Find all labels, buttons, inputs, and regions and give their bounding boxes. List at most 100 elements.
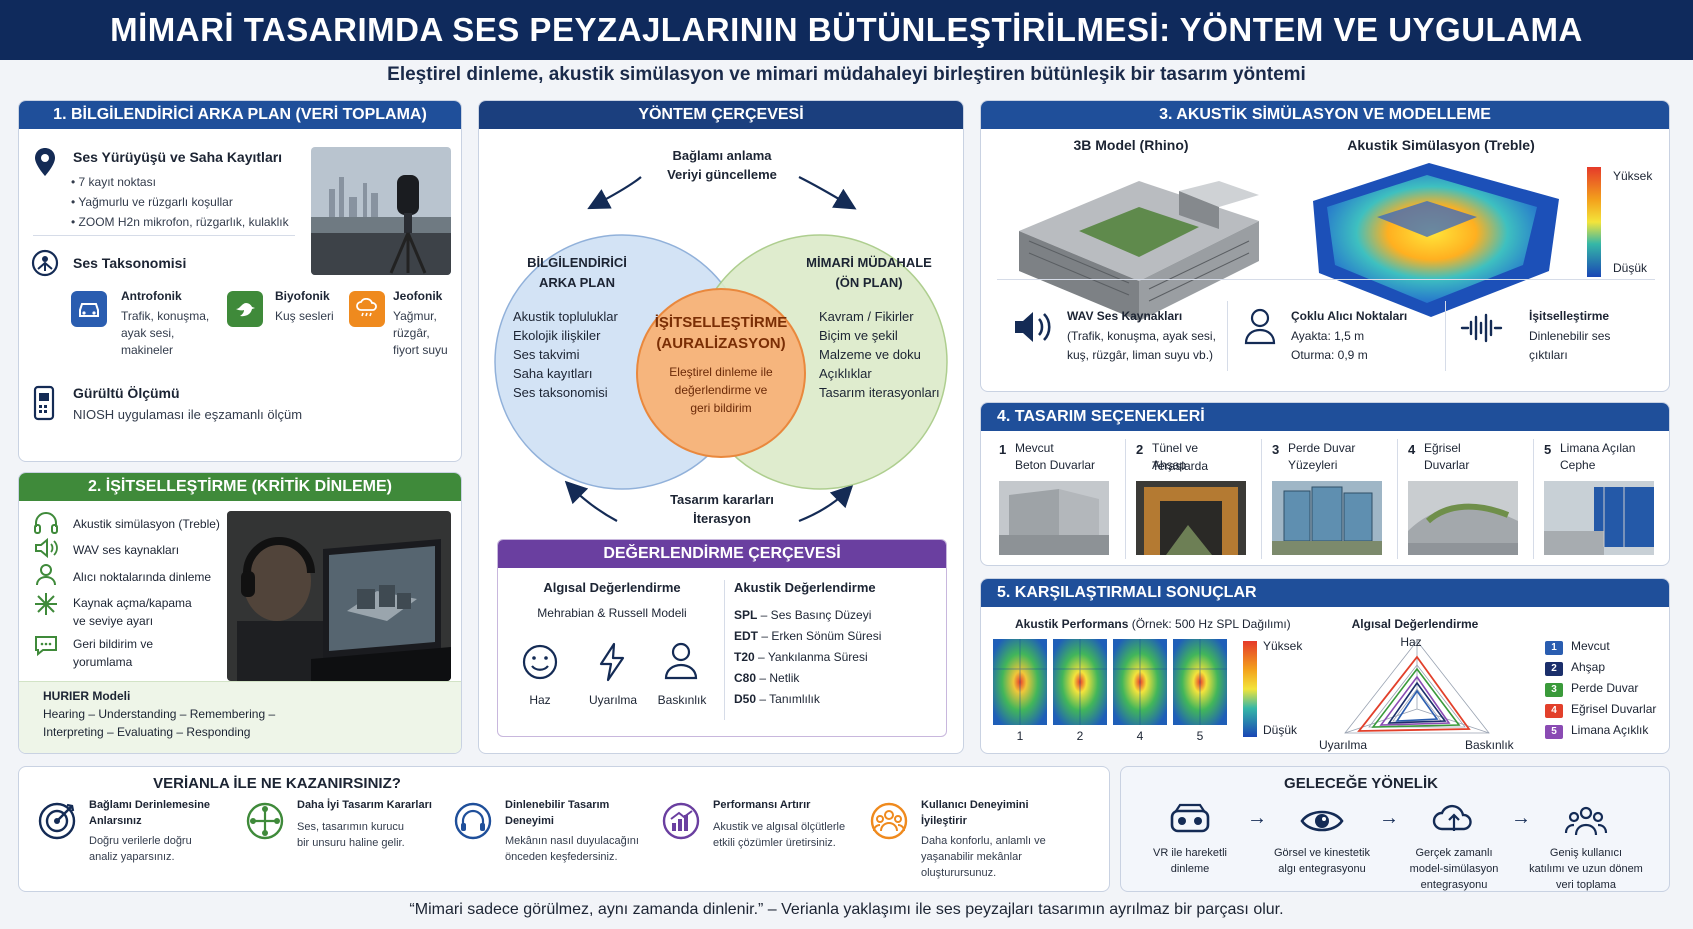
aur-item: Akustik simülasyon (Treble) (73, 517, 220, 531)
perc-icon-label: Baskınlık (657, 693, 707, 707)
aur-item: WAV ses kaynakları (73, 543, 180, 557)
spl-map-label: 4 (1136, 729, 1144, 743)
eye-icon (1300, 810, 1344, 832)
benefit-desc: Mekânın nasıl duyulacağını (505, 835, 639, 847)
aur-line: çıktıları (1529, 348, 1568, 362)
venn-right-item: Kavram / Fikirler (819, 309, 914, 324)
legend-label: Mevcut (1571, 639, 1610, 653)
tax-title: Jeofonik (393, 289, 443, 303)
tax-desc: makineler (121, 343, 174, 357)
venn-left-item: Saha kayıtları (513, 366, 593, 381)
venn-right-title: MİMARİ MÜDAHALE (806, 255, 932, 270)
phone-meter-icon (33, 385, 55, 426)
lightning-icon (596, 642, 628, 687)
eval-title: DEĞERLENDİRME ÇERÇEVESİ (498, 540, 946, 568)
radar-chart (1344, 640, 1490, 734)
venn-center-title: İŞİTSELLEŞTİRME (654, 314, 788, 331)
model-title: 3B Model (Rhino) (1073, 137, 1189, 153)
walk-title: Ses Yürüyüşü ve Saha Kayıtları (73, 149, 283, 165)
taxonomy-title: Ses Taksonomisi (73, 255, 187, 271)
future-arrow: → (1247, 807, 1267, 829)
speaker-icon (1013, 309, 1053, 350)
benefit-title: Bağlamı Derinlemesine (89, 799, 211, 811)
walk-item: • ZOOM H2n mikrofon, rüzgarlık, kulaklık (71, 215, 289, 229)
venn-right-title: (ÖN PLAN) (835, 275, 903, 290)
wav-line: (Trafik, konuşma, ayak sesi, (1067, 329, 1216, 343)
smile-icon (520, 642, 560, 687)
venn-left-item: Ses taksonomisi (513, 385, 608, 400)
person-icon (662, 640, 700, 687)
source-toggle-icon (33, 591, 59, 622)
cycle-top-label: Bağlamı anlama (672, 148, 772, 163)
cycle-top-label: Veriyi güncelleme (667, 167, 777, 182)
legend-number: 3 (1545, 683, 1563, 697)
future-label: Görsel ve kinestetik (1274, 847, 1370, 859)
chart-icon (662, 802, 700, 840)
venn-right-item: Açıklıklar (819, 366, 872, 381)
venn-right-item: Tasarım iterasyonları (819, 385, 940, 400)
legend-label: Ahşap (1571, 660, 1606, 674)
option-render-image (1544, 481, 1654, 555)
option-label: Beton Duvarlar (1015, 458, 1096, 472)
venn-center-desc: Eleştirel dinleme ile (669, 365, 773, 379)
community-icon (1564, 806, 1608, 836)
target-icon (38, 802, 76, 840)
aur-title: İşitselleştirme (1529, 309, 1610, 323)
ac-item: EDT – Erken Sönüm Süresi (734, 629, 882, 643)
spl-map-1: 1 (993, 639, 1049, 749)
option-label: Ahşap (1152, 458, 1187, 472)
legend-label: Perde Duvar (1571, 681, 1639, 695)
listening-photo (227, 511, 451, 681)
tax-desc: ayak sesi, (121, 326, 175, 340)
walk-item: • 7 kayıt noktası (71, 175, 156, 189)
listener-icon (35, 563, 57, 592)
cycle-bottom-label: İterasyon (693, 511, 751, 526)
legend-number: 2 (1545, 662, 1563, 676)
option-label: Mevcut (1015, 441, 1054, 455)
legend-number: 5 (1545, 725, 1563, 739)
legend-number: 1 (1545, 641, 1563, 655)
noise-desc: NIOSH uygulaması ile eşzamanlı ölçüm (73, 407, 303, 422)
benefit-desc: analiz yaparsınız. (89, 851, 175, 863)
future-arrow: → (1379, 807, 1399, 829)
perc-model: Mehrabian & Russell Modeli (537, 606, 687, 620)
legend-label: Limana Açıklık (1571, 723, 1649, 737)
spl-map-5: 5 (1173, 639, 1229, 749)
legend-label: Eğrisel Duvarlar (1571, 702, 1657, 716)
speaker-icon (33, 537, 59, 564)
hurier-line: Interpreting – Evaluating – Responding (43, 725, 251, 739)
panel-auralization: 2. İŞİTSELLEŞTİRME (KRİTİK DİNLEME) Akus… (18, 472, 462, 754)
feedback-icon (33, 633, 59, 662)
option-number: 1 (999, 442, 1007, 457)
benefits-title: VERİANLA İLE NE KAZANIRSINIZ? (153, 775, 401, 792)
aur-item: ve seviye ayarı (73, 614, 154, 628)
location-pin-icon (33, 147, 57, 182)
option-number: 4 (1408, 442, 1416, 457)
venn-right-item: Biçim ve şekil (819, 328, 898, 343)
tax-desc: Trafik, konuşma, (121, 309, 210, 323)
spl-scale-bar (1243, 641, 1257, 737)
ac-title: Akustik Değerlendirme (734, 580, 876, 595)
future-label: Gerçek zamanlı (1415, 847, 1493, 859)
taxonomy-icon (31, 249, 59, 282)
panel-2-title: 2. İŞİTSELLEŞTİRME (KRİTİK DİNLEME) (19, 473, 461, 501)
tax-title: Biyofonik (275, 289, 330, 303)
legend-item: 3 Perde Duvar (1545, 679, 1638, 697)
users-icon (870, 802, 908, 840)
future-label: entegrasyonu (1420, 879, 1488, 891)
wav-line: kuş, rüzgâr, liman suyu vb.) (1067, 348, 1214, 362)
headphones-icon (33, 511, 59, 540)
option-label: Perde Duvar (1288, 441, 1356, 455)
scale-high: Yüksek (1613, 169, 1653, 183)
tax-desc: Kuş sesleri (275, 309, 334, 323)
venn-left-title: ARKA PLAN (538, 275, 616, 290)
panel-benefits: VERİANLA İLE NE KAZANIRSINIZ? Bağlamı De… (18, 766, 1110, 892)
waveform-icon (1459, 313, 1503, 348)
tax-desc: rüzgâr, (393, 326, 430, 340)
venn-right-item: Malzeme ve doku (819, 347, 921, 362)
page-title: MİMARİ TASARIMDA SES PEYZAJLARININ BÜTÜN… (110, 11, 1583, 48)
